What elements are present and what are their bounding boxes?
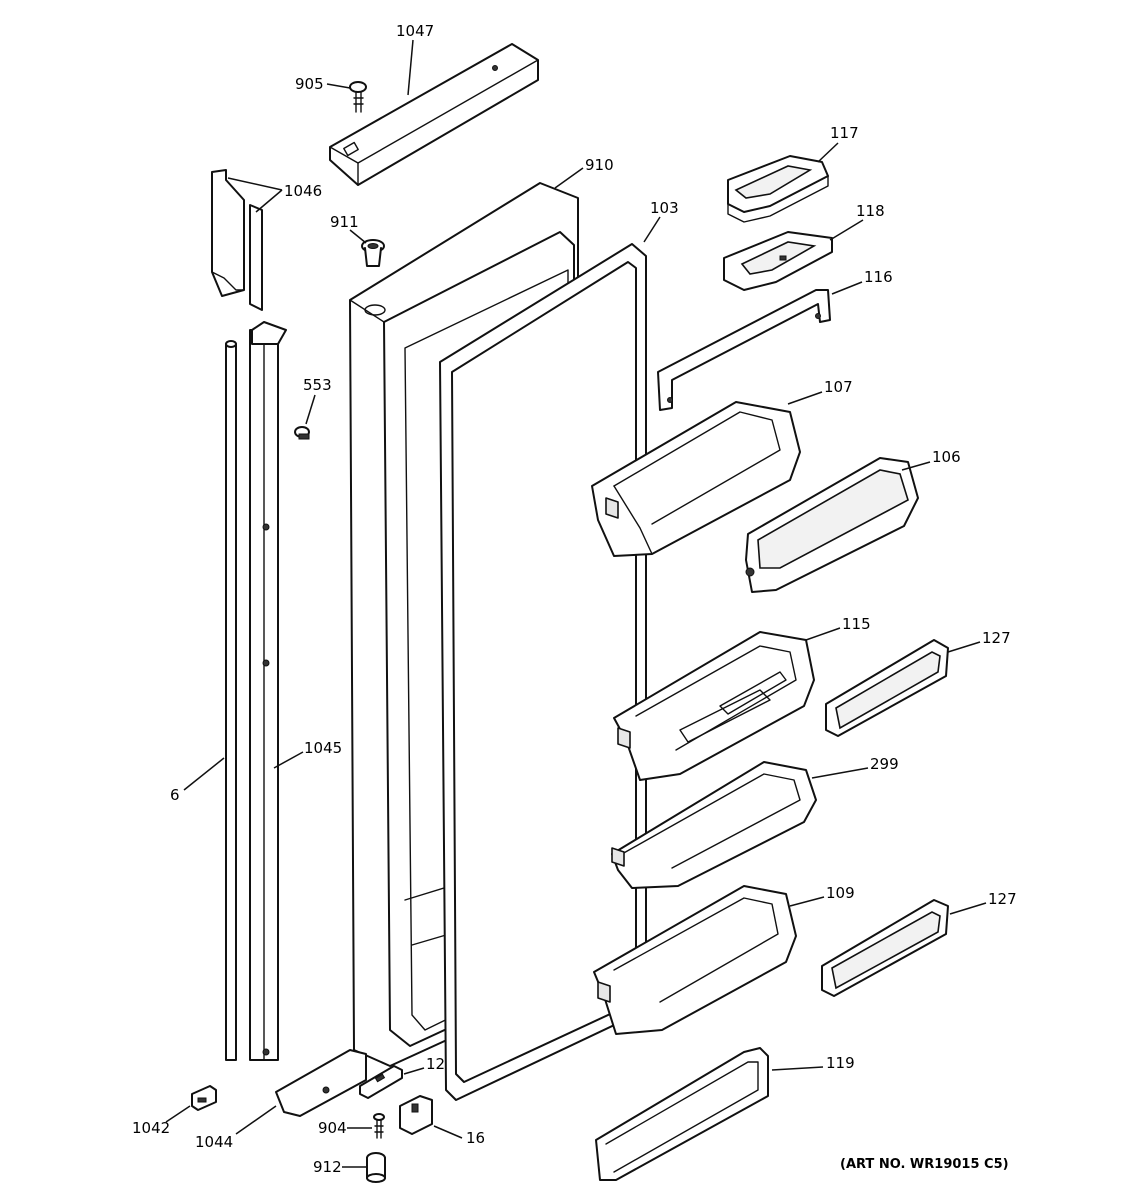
part-117-dairy-lid [727,155,829,223]
part-1044-bottom-hinge [275,1049,367,1117]
part-912-pin [366,1152,386,1183]
part-127-bin-cover-lower [821,899,949,997]
part-1046-hinge-cover [211,169,263,311]
callout-109: 109 [826,884,855,902]
part-119-bin-front [595,1047,769,1181]
part-109-bin [593,885,797,1035]
callout-127-upper: 127 [982,629,1011,647]
part-16-bracket [399,1095,433,1135]
part-116-rail [657,289,831,411]
callout-115: 115 [842,615,871,633]
part-1042-clip [191,1085,217,1111]
callout-553: 553 [303,376,332,394]
part-553-clip [294,426,310,440]
callout-912: 912 [313,1158,342,1176]
callout-12: 12 [426,1055,445,1073]
callout-107: 107 [824,378,853,396]
part-107-bin [591,401,801,557]
callout-299: 299 [870,755,899,773]
part-12-bracket [359,1065,403,1099]
callout-116: 116 [864,268,893,286]
part-127-bin-cover-upper [825,639,949,737]
callout-6: 6 [170,786,180,804]
part-6-tube [225,340,237,1061]
callout-103: 103 [650,199,679,217]
callout-106: 106 [932,448,961,466]
callout-1044: 1044 [195,1133,233,1151]
callout-119: 119 [826,1054,855,1072]
part-299-bin [611,761,817,889]
part-905-screw [349,81,367,113]
callout-1046: 1046 [284,182,322,200]
callout-1042: 1042 [132,1119,170,1137]
callout-1047: 1047 [396,22,434,40]
callout-905: 905 [295,75,324,93]
callout-910: 910 [585,156,614,174]
callout-labels: 1047 905 910 1046 911 103 117 118 116 55… [132,22,1017,1176]
callout-904: 904 [318,1119,347,1137]
part-103-gasket [439,243,647,1101]
callout-16: 16 [466,1129,485,1147]
callout-leaders [165,39,987,1168]
part-106-bin [745,457,919,593]
part-118-dairy-bin [723,231,833,291]
callout-911: 911 [330,213,359,231]
part-115-bin [613,631,815,781]
callout-1045: 1045 [304,739,342,757]
part-1047-top-bracket [329,43,539,186]
part-911-cap [361,239,385,267]
art-number: (ART NO. WR19015 C5) [840,1157,1009,1172]
callout-117: 117 [830,124,859,142]
part-1045-channel [249,321,287,1061]
callout-127-lower: 127 [988,890,1017,908]
part-904-screw [373,1113,385,1139]
callout-118: 118 [856,202,885,220]
